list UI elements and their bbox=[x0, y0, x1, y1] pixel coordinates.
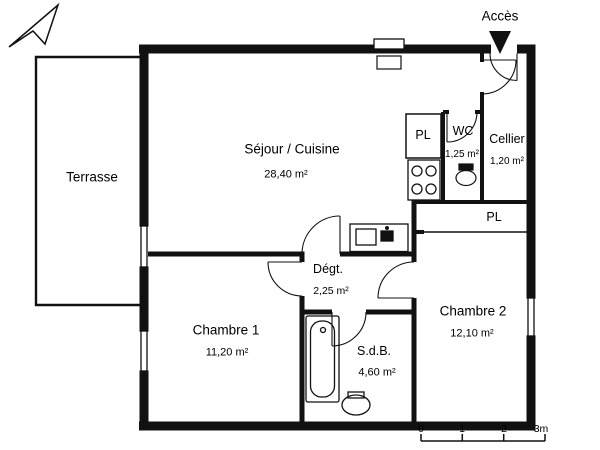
scale-tick-0: 0 bbox=[418, 422, 424, 435]
wc-toilet-icon bbox=[455, 163, 477, 187]
scale-tick-1: 1 bbox=[459, 422, 465, 435]
room-area-chambre2: 12,10 m² bbox=[450, 327, 494, 340]
room-area-sdb: 4,60 m² bbox=[358, 366, 396, 379]
room-area-sejour: 28,40 m² bbox=[264, 168, 308, 181]
access-label: Accès bbox=[481, 8, 519, 24]
interior-walls-light bbox=[414, 51, 533, 234]
room-label-cellier: Cellier bbox=[489, 131, 525, 146]
washbasin-icon bbox=[341, 391, 371, 416]
exterior-walls bbox=[139, 44, 536, 431]
bathtub-icon bbox=[305, 315, 340, 403]
room-label-degt: Dégt. bbox=[313, 261, 343, 276]
room-area-chambre1: 11,20 m² bbox=[205, 346, 249, 359]
kitchen-stove-icon bbox=[407, 159, 441, 201]
terrace-outline bbox=[34, 55, 148, 307]
room-label-pl2: PL bbox=[486, 209, 502, 224]
room-label-chambre1: Chambre 1 bbox=[192, 322, 260, 338]
room-area-cellier: 1,20 m² bbox=[490, 156, 524, 167]
scale-tick-3: 3m bbox=[533, 422, 549, 435]
closet-lines bbox=[405, 113, 531, 233]
scale-bar bbox=[420, 434, 546, 442]
room-label-sdb: S.d.B. bbox=[356, 343, 392, 358]
room-area-degt: 2,25 m² bbox=[313, 284, 349, 297]
room-area-wc: 1,25 m² bbox=[445, 149, 479, 160]
door-swings bbox=[267, 53, 518, 347]
room-label-chambre2: Chambre 2 bbox=[439, 303, 507, 319]
room-label-pl1: PL bbox=[415, 127, 431, 142]
kitchen-sink-icon bbox=[349, 223, 409, 253]
radiator-icon bbox=[376, 55, 402, 70]
access-arrow-icon bbox=[489, 31, 511, 54]
room-label-sejour: Séjour / Cuisine bbox=[244, 141, 340, 157]
north-arrow-icon bbox=[8, 2, 60, 48]
room-label-terrasse: Terrasse bbox=[66, 169, 118, 185]
scale-tick-2: 2 bbox=[501, 422, 507, 435]
windows bbox=[139, 225, 536, 372]
top-wall-vent bbox=[373, 38, 405, 50]
interior-walls bbox=[148, 200, 417, 426]
room-label-wc: WC bbox=[452, 123, 474, 138]
